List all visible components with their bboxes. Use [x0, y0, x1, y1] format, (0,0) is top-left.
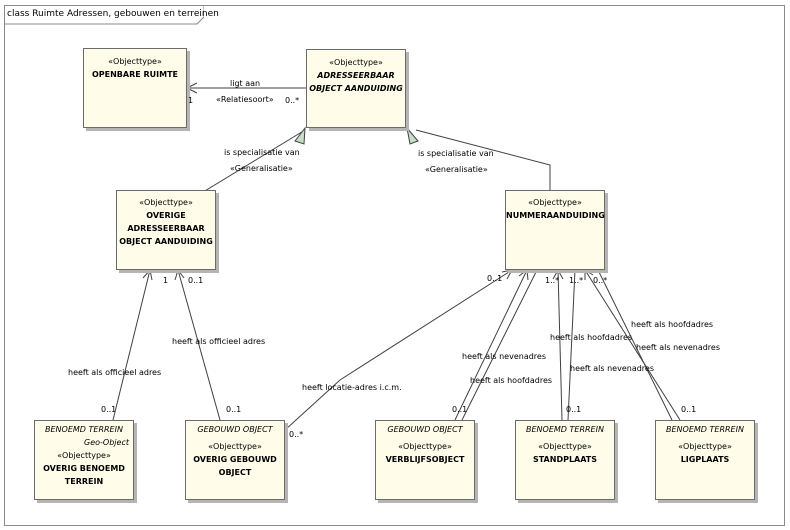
label-lig-nevenadres: heeft als nevenadres	[636, 343, 721, 352]
mult-locatie-num: 0..1	[487, 274, 503, 283]
connector-officieel-adres-ogo	[177, 269, 221, 421]
class-verblijfsobject[interactable]: GEBOUWD OBJECT «Objecttype» VERBLIJFSOBJ…	[375, 420, 475, 500]
stereotype-label: «Objecttype»	[139, 198, 193, 207]
label-ligt-aan: ligt aan	[230, 79, 261, 88]
parent-class-label: GEBOUWD OBJECT	[387, 425, 463, 434]
stereotype-label: «Objecttype»	[329, 58, 383, 67]
diagram-frame	[4, 5, 785, 526]
frame-tab-shape	[4, 5, 204, 25]
label-relatiesoort: «Relatiesoort»	[216, 95, 274, 104]
class-name-line-1: OVERIGE	[146, 211, 186, 220]
mult-vbo: 0..1	[452, 405, 468, 414]
label-officieel-adres-ogo: heeft als officieel adres	[172, 337, 266, 346]
label-sta-nevenadres: heeft als nevenadres	[570, 364, 655, 373]
label-generalisatie-right: «Generalisatie»	[425, 165, 488, 174]
label-generalisatie-left: «Generalisatie»	[230, 164, 293, 173]
class-name-line-1: OVERIG GEBOUWD	[193, 455, 277, 464]
generalisatie-arrowhead-left	[294, 126, 306, 145]
parent-class-label: GEBOUWD OBJECT	[197, 425, 273, 434]
stereotype-label: «Objecttype»	[538, 442, 592, 451]
label-lig-hoofdadres: heeft als hoofdadres	[631, 320, 714, 329]
class-name-line-2: ADRESSEERBAAR	[127, 224, 205, 233]
arrowhead-officieel-adres-obt	[142, 268, 153, 281]
class-overig-benoemd-terrein[interactable]: BENOEMD TERREIN Geo-Object «Objecttype» …	[34, 420, 134, 500]
generalisatie-arrowhead-right	[406, 126, 419, 145]
label-vbo-hoofdadres: heeft als hoofdadres	[470, 376, 553, 385]
connector-officieel-adres-obt	[112, 269, 151, 421]
connector-sta-nevenadres	[567, 269, 576, 421]
connector-vbo-nevenadres	[454, 269, 528, 421]
diagram-title: class Ruimte Adressen, gebouwen en terre…	[7, 9, 219, 19]
class-openbare-ruimte[interactable]: «Objecttype» OPENBARE RUIMTE	[83, 48, 187, 128]
label-vbo-nevenadres: heeft als nevenadres	[462, 352, 547, 361]
connector-locatie-adres	[284, 269, 513, 431]
class-name-line-1: OVERIG BENOEMD	[43, 464, 125, 473]
mult-lig: 0..1	[681, 405, 697, 414]
mult-ogo: 0..1	[226, 405, 242, 414]
connector-sta-hoofdadres	[557, 269, 563, 421]
class-overig-gebouwd-object[interactable]: GEBOUWD OBJECT «Objecttype» OVERIG GEBOU…	[185, 420, 285, 500]
class-overige-adresseerbaar-object-aanduiding[interactable]: «Objecttype» OVERIGE ADRESSEERBAAR OBJEC…	[116, 190, 216, 270]
label-specialisatie-right: is specialisatie van	[418, 149, 494, 158]
label-sta-hoofdadres: heeft als hoofdadres	[550, 333, 633, 342]
class-name-line-2: OBJECT AANDUIDING	[309, 84, 403, 93]
class-standplaats[interactable]: BENOEMD TERREIN «Objecttype» STANDPLAATS	[515, 420, 615, 500]
diagram-frame-tab	[4, 5, 204, 25]
class-name: OPENBARE RUIMTE	[91, 70, 179, 79]
connector-lig-nevenadres	[597, 269, 673, 421]
mult-openbare-ruimte: 1	[188, 96, 194, 105]
connector-lig-hoofdadres	[584, 269, 681, 421]
arrowhead-lig-hoofdadres	[584, 269, 594, 280]
stereotype-label: «Objecttype»	[528, 198, 582, 207]
connector-vbo-hoofdadres	[461, 269, 538, 421]
class-name-line-1: ADRESSEERBAAR	[317, 71, 395, 80]
parent-class-label: BENOEMD TERREIN	[45, 425, 123, 434]
class-name-line-2: TERREIN	[64, 477, 104, 486]
parent-class-label: BENOEMD TERREIN	[526, 425, 604, 434]
arrowhead-ligt-aan	[185, 82, 198, 94]
stereotype-label: «Objecttype»	[57, 451, 111, 460]
mult-num-b: 1..*	[569, 276, 584, 285]
class-name: NUMMERAANDUIDING	[506, 211, 605, 220]
arrowhead-officieel-adres-ogo	[174, 268, 185, 281]
stereotype-label: «Objecttype»	[208, 442, 262, 451]
label-locatie-adres: heeft locatie-adres i.c.m.	[302, 383, 402, 392]
mult-num-a: 1..*	[545, 276, 560, 285]
class-name-line-3: OBJECT AANDUIDING	[119, 237, 213, 246]
label-specialisatie-left: is specialisatie van	[224, 148, 300, 157]
class-nummeraanduiding[interactable]: «Objecttype» NUMMERAANDUIDING	[505, 190, 605, 270]
connector-generalisatie-right	[415, 129, 551, 190]
parent-class-label-2: Geo-Object	[84, 438, 129, 447]
mult-overige-01: 0..1	[188, 276, 204, 285]
mult-adresseerbaar: 0..*	[285, 96, 300, 105]
mult-sta: 0..1	[566, 405, 582, 414]
stereotype-label: «Objecttype»	[108, 57, 162, 66]
stereotype-label: «Objecttype»	[398, 442, 452, 451]
mult-locatie-ogo: 0..*	[289, 430, 304, 439]
arrowhead-sta-hoofdadres	[552, 268, 564, 280]
class-name: VERBLIJFSOBJECT	[385, 455, 465, 464]
stereotype-label: «Objecttype»	[678, 442, 732, 451]
mult-num-c: 0..*	[593, 276, 608, 285]
class-adresseerbaar-object-aanduiding[interactable]: «Objecttype» ADRESSEERBAAR OBJECT AANDUI…	[306, 49, 406, 128]
class-name: LIGPLAATS	[680, 455, 730, 464]
parent-class-label: BENOEMD TERREIN	[666, 425, 744, 434]
mult-obt: 0..1	[101, 405, 117, 414]
mult-overige-1: 1	[163, 276, 169, 285]
class-name-line-2: OBJECT	[218, 468, 252, 477]
label-officieel-adres-obt: heeft als officieel adres	[68, 368, 162, 377]
arrowhead-locatie-adres	[501, 269, 513, 280]
class-name: STANDPLAATS	[532, 455, 598, 464]
class-ligplaats[interactable]: BENOEMD TERREIN «Objecttype» LIGPLAATS	[655, 420, 755, 500]
arrowhead-vbo-nevenadres	[518, 269, 529, 281]
